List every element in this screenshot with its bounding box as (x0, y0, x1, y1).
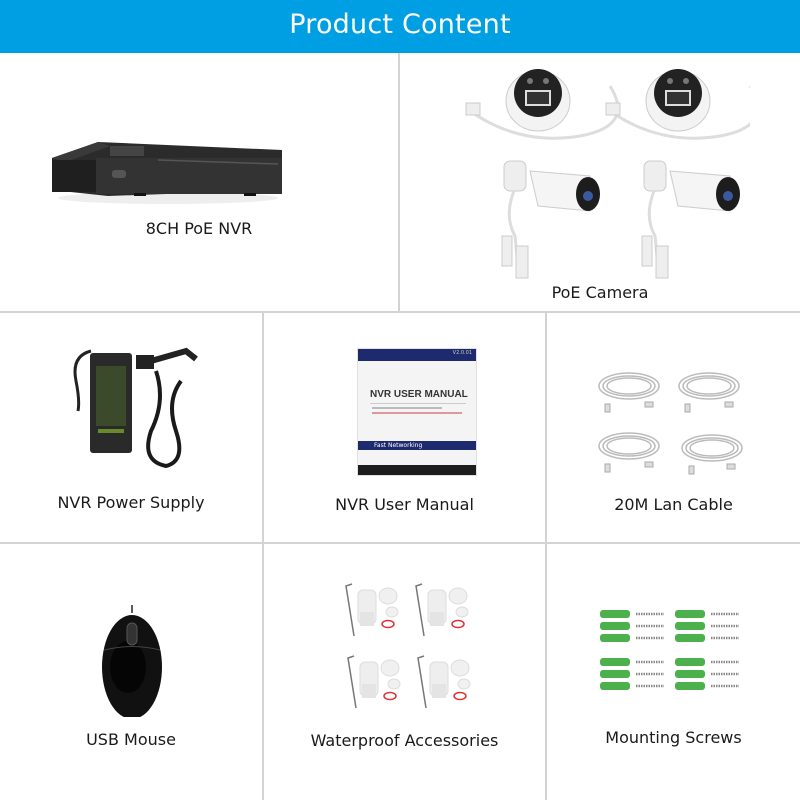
manual-version: V2.0.01 (452, 350, 472, 356)
product-label: 20M Lan Cable (614, 495, 733, 514)
power-adapter-icon (73, 347, 198, 469)
product-label: PoE Camera (551, 283, 649, 302)
product-cell-waterproof: Waterproof Accessories (264, 544, 545, 800)
manual-section: Fast Networking (374, 442, 423, 449)
poe-camera-icon (465, 69, 750, 279)
product-cell-mounting-screws: Mounting Screws (547, 544, 800, 800)
product-label: USB Mouse (86, 730, 176, 749)
grid-divider (0, 542, 800, 544)
product-cell-nvr: 8CH PoE NVR (0, 53, 398, 311)
product-cell-lan-cable: 20M Lan Cable (547, 313, 800, 542)
product-label: 8CH PoE NVR (145, 219, 253, 238)
mounting-screws-icon (600, 610, 739, 690)
product-label: NVR Power Supply (57, 493, 205, 512)
product-cell-power-supply: NVR Power Supply (0, 313, 262, 542)
nvr-recorder-icon (52, 142, 282, 204)
waterproof-kit-icon (345, 583, 471, 709)
user-manual-icon: V2.0.01 NVR USER MANUAL Fast Networking (357, 348, 477, 476)
product-cell-user-manual: V2.0.01 NVR USER MANUAL Fast Networking … (264, 313, 545, 542)
lan-cable-icon (598, 372, 743, 475)
usb-mouse-icon (102, 605, 162, 717)
product-cell-poe-camera: PoE Camera (400, 53, 800, 311)
grid-divider (545, 311, 547, 800)
product-label: Waterproof Accessories (310, 731, 499, 750)
product-label: Mounting Screws (605, 728, 742, 747)
grid-divider (398, 53, 400, 311)
product-label: NVR User Manual (335, 495, 474, 514)
manual-title: NVR USER MANUAL (370, 389, 468, 400)
page-title: Product Content (0, 0, 800, 53)
grid-divider (0, 311, 800, 313)
grid-divider (262, 311, 264, 800)
product-cell-usb-mouse: USB Mouse (0, 544, 262, 800)
